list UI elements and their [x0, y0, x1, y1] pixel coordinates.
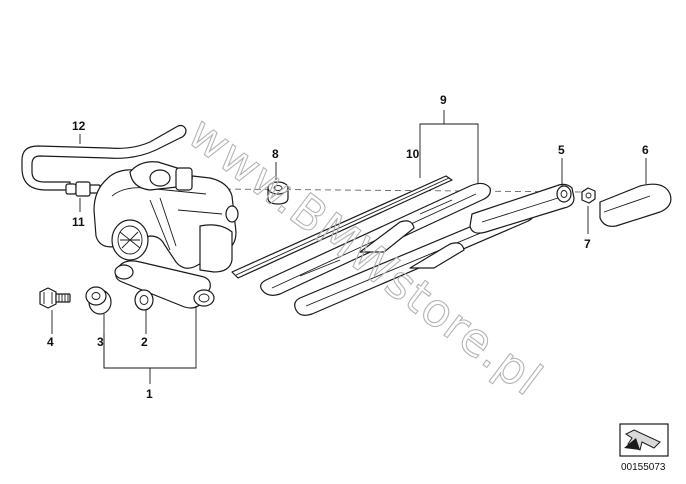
part-7-nut[interactable]	[581, 187, 596, 204]
callout-9: 9	[440, 93, 447, 107]
part-2-washer[interactable]	[134, 289, 154, 311]
callout-3: 3	[97, 335, 104, 349]
part-4-bolt[interactable]	[39, 287, 71, 309]
part-12-hose[interactable]	[21, 124, 187, 191]
callout-12: 12	[72, 119, 86, 133]
callout-1: 1	[146, 387, 153, 401]
watermark-text: www.BMWstore.pl	[178, 106, 552, 407]
part-10-wiper-rubber[interactable]	[231, 175, 453, 279]
callout-4: 4	[47, 335, 54, 349]
callout-5: 5	[558, 143, 565, 157]
part-5-wiper-arm[interactable]	[469, 183, 575, 234]
part-3-bushing[interactable]	[85, 286, 112, 315]
callout-11: 11	[72, 215, 85, 229]
callout-10: 10	[406, 147, 420, 161]
part-6-cover-cap[interactable]	[599, 183, 672, 227]
leader-lines	[51, 110, 647, 384]
callout-8: 8	[272, 147, 279, 161]
part-8-grommet[interactable]	[267, 181, 289, 205]
arrow-down-left-icon[interactable]	[619, 423, 669, 457]
reference-number: 00155073	[621, 462, 666, 473]
callout-2: 2	[141, 335, 148, 349]
callout-6: 6	[642, 143, 649, 157]
wiper-motor-assembly[interactable]	[93, 161, 239, 309]
callout-7: 7	[584, 237, 591, 251]
